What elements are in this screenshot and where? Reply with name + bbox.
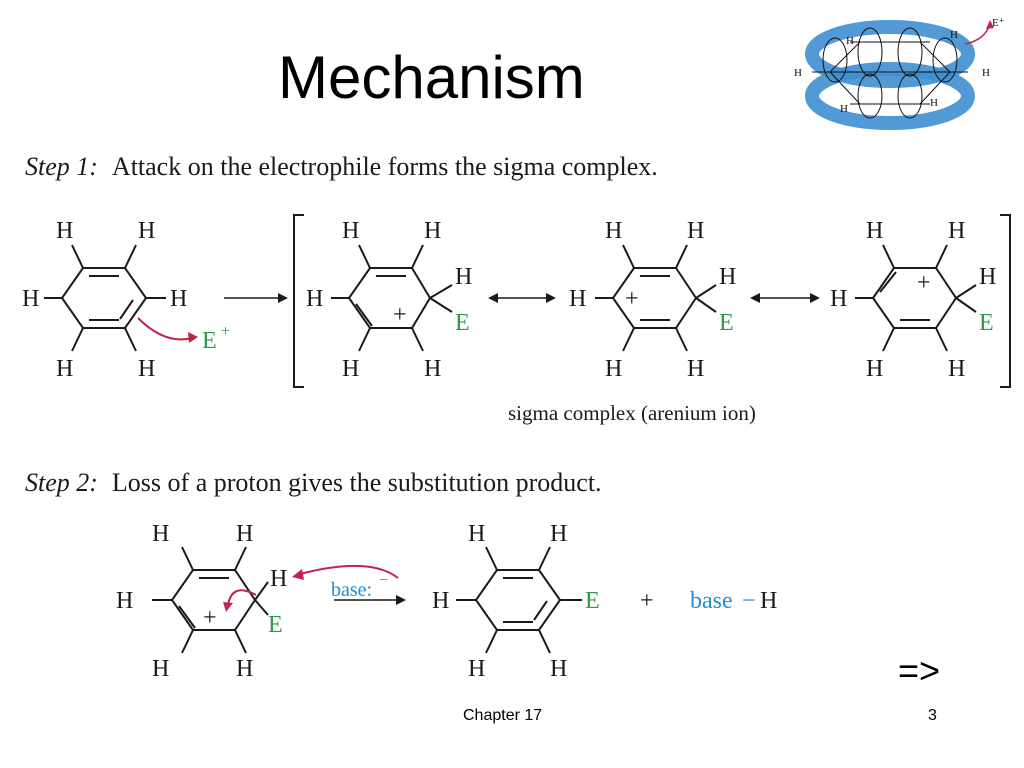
atom-h: H <box>342 356 359 382</box>
substituted-benzene-structure <box>456 546 582 654</box>
atom-h: H <box>468 656 485 682</box>
left-bracket <box>293 214 304 388</box>
atom-h: H <box>866 356 883 382</box>
atom-h: H <box>432 588 449 614</box>
step1-text: Attack on the electrophile forms the sig… <box>111 152 658 181</box>
step1-heading: Step 1: Attack on the electrophile forms … <box>25 154 658 180</box>
atom-h: H <box>342 218 359 244</box>
atom-h: H <box>152 656 169 682</box>
atom-h: H <box>306 286 323 312</box>
electron-push-arrow <box>137 317 193 341</box>
atom-h: H <box>116 588 133 614</box>
atom-h: H <box>569 286 586 312</box>
step2-label: Step 2: <box>25 468 98 497</box>
step2-reaction-diagram: H H H H H H + E base: − <box>116 521 777 682</box>
step1-label: Step 1: <box>25 152 98 181</box>
sigma-complex-structure <box>595 244 717 352</box>
orbital-h-label: H <box>846 35 854 47</box>
positive-charge: + <box>203 605 217 631</box>
atom-h: H <box>948 356 965 382</box>
atom-h: H <box>605 218 622 244</box>
atom-h: H <box>979 264 996 290</box>
base-h-hydrogen: H <box>760 588 777 614</box>
base-label: base: <box>331 579 372 601</box>
benzene-pi-orbital-icon: H H H H H H E⁺ <box>794 17 1005 130</box>
orbital-h-label: H <box>930 97 938 109</box>
atom-h: H <box>948 218 965 244</box>
atom-e: E <box>585 588 600 614</box>
atom-h: H <box>22 286 39 312</box>
atom-h: H <box>170 286 187 312</box>
right-bracket <box>1000 214 1011 388</box>
sigma-complex-structure <box>152 546 269 654</box>
bond-electron-arrow <box>227 589 257 606</box>
atom-h: H <box>687 356 704 382</box>
atom-h: H <box>424 218 441 244</box>
atom-h: H <box>138 218 155 244</box>
atom-e: E <box>455 310 470 336</box>
sigma-complex-structure <box>331 244 453 352</box>
step2-text: Loss of a proton gives the substitution … <box>111 468 602 497</box>
atom-e: E <box>268 612 283 638</box>
base-charge: − <box>379 572 388 589</box>
sigma-complex-caption: sigma complex (arenium ion) <box>508 401 756 425</box>
base-attack-arrow <box>299 564 399 579</box>
atom-h: H <box>550 656 567 682</box>
atom-h: H <box>236 521 253 547</box>
next-slide-arrow[interactable]: => <box>898 650 941 691</box>
base-h-base: base <box>690 588 733 614</box>
atom-e: E <box>979 310 994 336</box>
orbital-h-label: H <box>982 67 990 79</box>
page-number: 3 <box>928 707 937 724</box>
atom-h: H <box>455 264 472 290</box>
step1-reaction-diagram: H H H H H H E + <box>22 214 1011 388</box>
sigma-complex-structure <box>855 244 977 352</box>
atom-h: H <box>152 521 169 547</box>
positive-charge: + <box>393 302 407 328</box>
orbital-h-label: H <box>840 103 848 115</box>
benzene-structure <box>44 244 166 352</box>
electrophile-charge: + <box>221 323 230 340</box>
footer-chapter: Chapter 17 <box>463 707 543 724</box>
electrophile-e: E <box>202 328 217 354</box>
atom-h: H <box>550 521 567 547</box>
orbital-electrophile-label: E⁺ <box>992 17 1005 29</box>
step2-heading: Step 2: Loss of a proton gives the substi… <box>25 470 602 496</box>
atom-h: H <box>866 218 883 244</box>
atom-h: H <box>236 656 253 682</box>
positive-charge: + <box>625 286 639 312</box>
atom-h: H <box>424 356 441 382</box>
base-h-bond: − <box>742 588 756 614</box>
atom-h: H <box>270 566 287 592</box>
atom-h: H <box>56 356 73 382</box>
atom-h: H <box>830 286 847 312</box>
atom-h: H <box>56 218 73 244</box>
orbital-h-label: H <box>794 67 802 79</box>
atom-h: H <box>719 264 736 290</box>
positive-charge: + <box>917 270 931 296</box>
atom-h: H <box>605 356 622 382</box>
slide-title: Mechanism <box>278 44 585 111</box>
atom-h: H <box>138 356 155 382</box>
atom-h: H <box>468 521 485 547</box>
atom-e: E <box>719 310 734 336</box>
atom-h: H <box>687 218 704 244</box>
orbital-h-label: H <box>950 29 958 41</box>
plus-sign: + <box>640 588 654 614</box>
